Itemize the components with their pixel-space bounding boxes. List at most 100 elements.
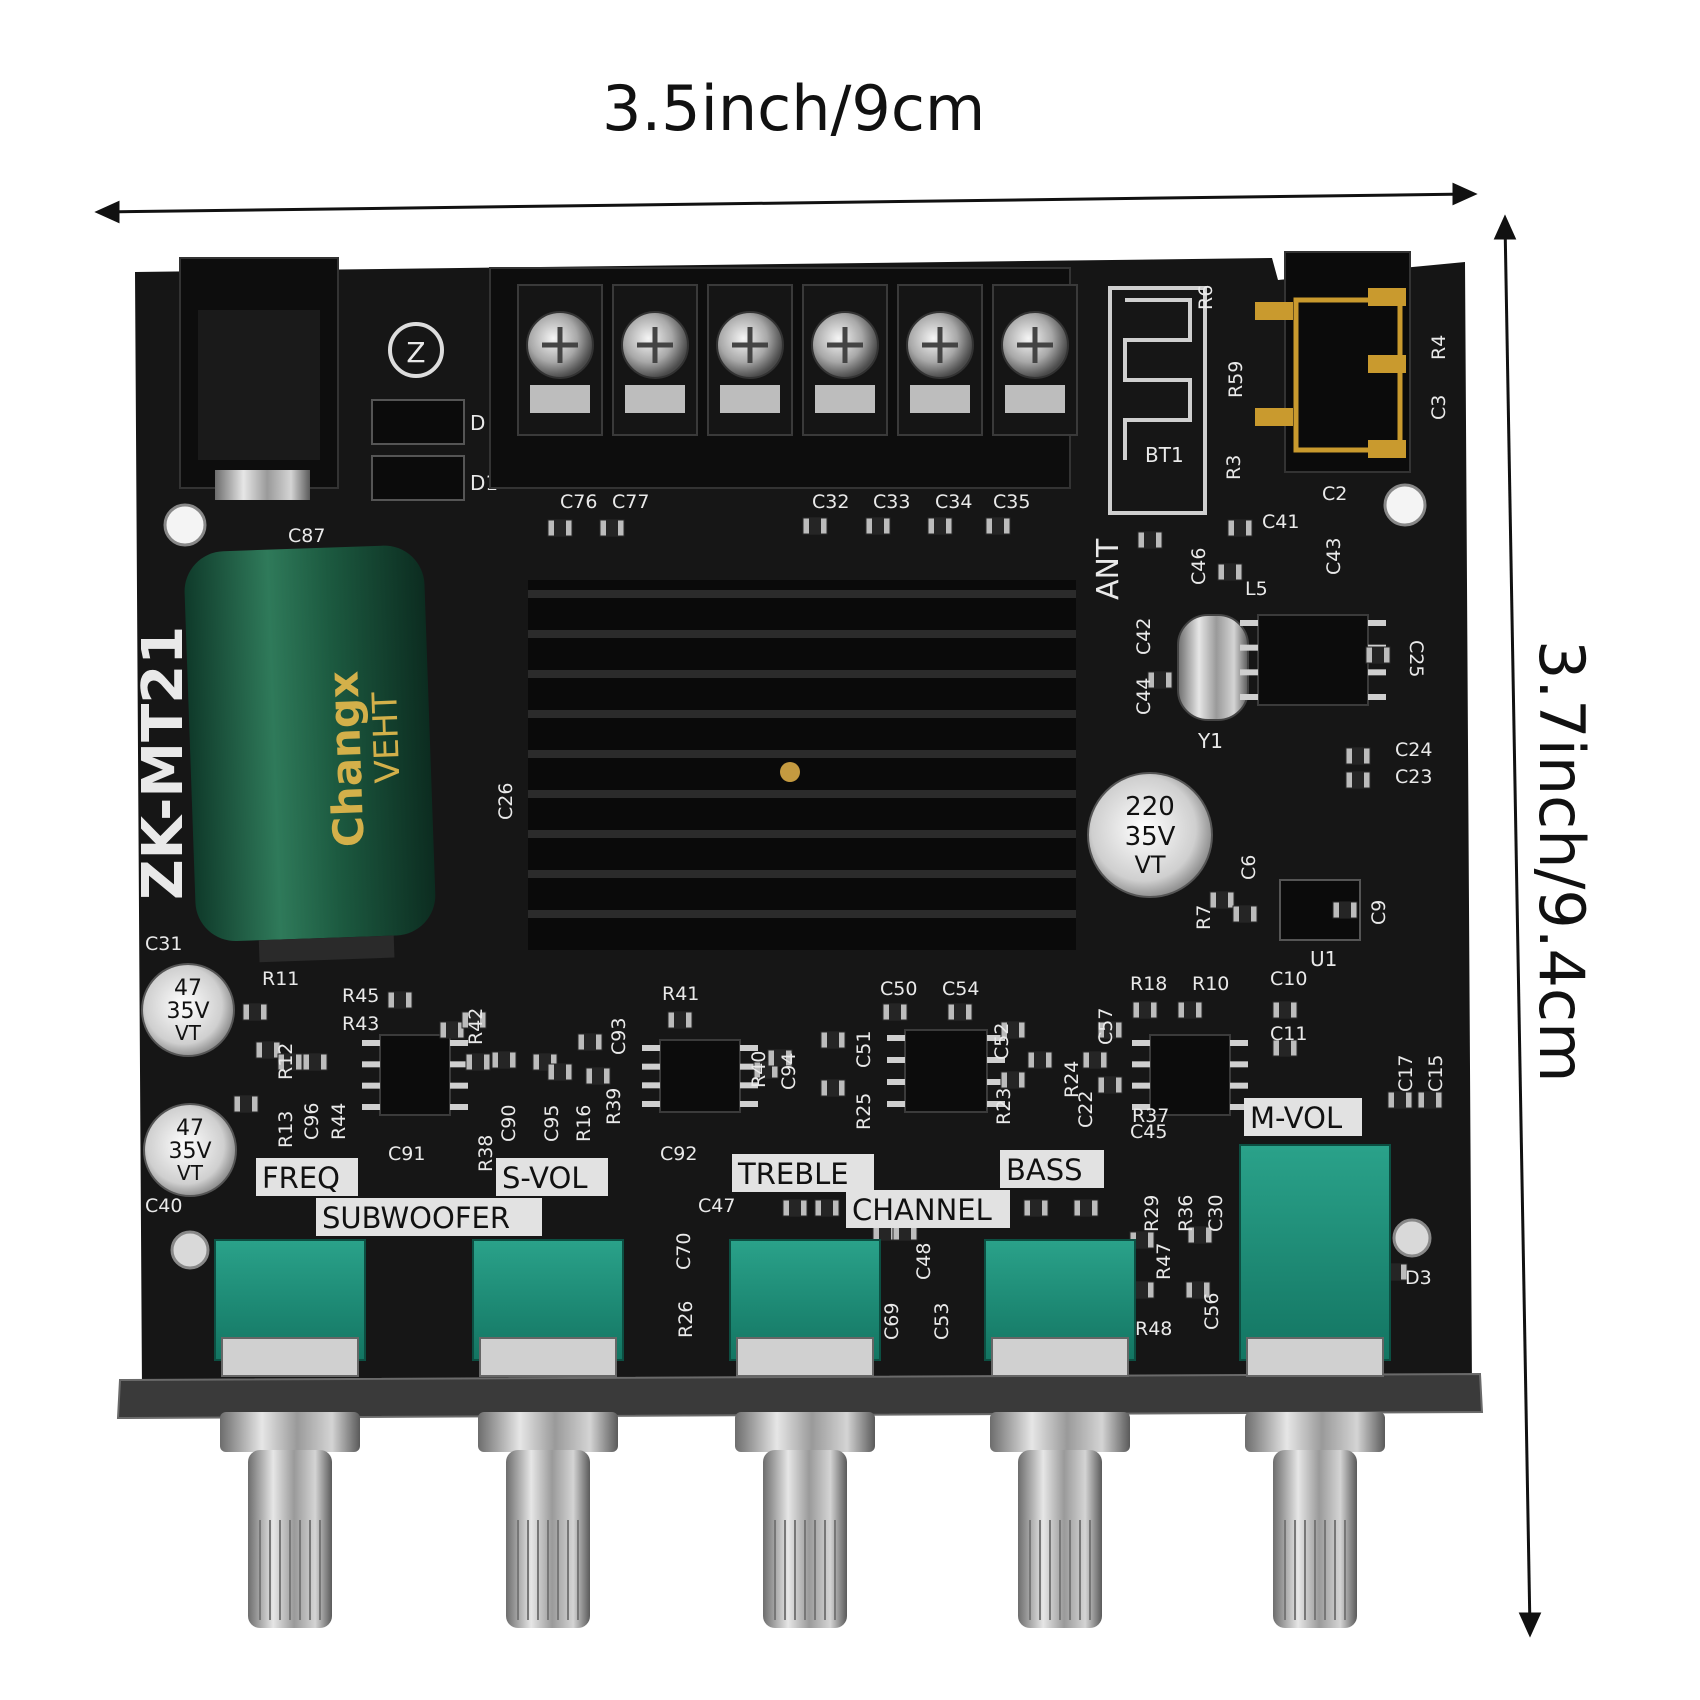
silk-r48: R48 bbox=[1135, 1318, 1172, 1340]
silk-c41: C41 bbox=[1262, 511, 1299, 533]
potentiometer-4[interactable] bbox=[984, 1239, 1136, 1628]
knob-label-mvol: M-VOL bbox=[1244, 1098, 1362, 1136]
cap-b-voltage: 35V bbox=[168, 1139, 211, 1164]
svg-text:Z: Z bbox=[406, 336, 425, 369]
model-label: ZK-MT21 bbox=[131, 626, 196, 900]
heatsink bbox=[528, 580, 1076, 950]
silk-r24: R24 bbox=[1061, 1061, 1083, 1098]
silk-r47: R47 bbox=[1153, 1243, 1175, 1280]
silk-c57: C57 bbox=[1095, 1008, 1117, 1045]
knob-label-freq-text: FREQ bbox=[262, 1161, 340, 1195]
silk-c90: C90 bbox=[498, 1105, 520, 1142]
silk-c52: C52 bbox=[991, 1023, 1013, 1060]
silk-c23: C23 bbox=[1395, 766, 1432, 788]
potentiometer-5[interactable] bbox=[1239, 1144, 1391, 1628]
silk-r29: R29 bbox=[1141, 1195, 1163, 1232]
cap-220-value: 220 bbox=[1125, 792, 1175, 822]
silk-c50: C50 bbox=[880, 978, 917, 1000]
knob-label-freq: FREQ bbox=[256, 1158, 358, 1196]
silk-r4: R4 bbox=[1428, 335, 1450, 360]
knob-label-svol: S-VOL bbox=[496, 1158, 608, 1196]
small-capacitor-left-lower: 47 35V VT bbox=[143, 1103, 237, 1197]
knob-label-treble: TREBLE bbox=[732, 1154, 874, 1192]
silk-c54: C54 bbox=[942, 978, 979, 1000]
bluetooth-antenna bbox=[1108, 286, 1207, 515]
potentiometer-1[interactable] bbox=[214, 1239, 366, 1628]
silk-r44: R44 bbox=[328, 1103, 350, 1140]
silk-c34: C34 bbox=[935, 491, 972, 513]
silk-c47: C47 bbox=[698, 1195, 735, 1217]
silk-c11: C11 bbox=[1270, 1023, 1307, 1045]
potentiometers bbox=[214, 1144, 1391, 1628]
silk-c3: C3 bbox=[1428, 395, 1450, 420]
silk-r59: R59 bbox=[1225, 361, 1247, 398]
silk-c31: C31 bbox=[145, 933, 182, 955]
width-arrow bbox=[94, 182, 1478, 224]
silk-r43: R43 bbox=[342, 1013, 379, 1035]
silk-c9: C9 bbox=[1368, 900, 1390, 925]
silk-r25: R25 bbox=[853, 1093, 875, 1130]
silk-r12: R12 bbox=[275, 1043, 297, 1080]
ic-chip-2 bbox=[659, 1039, 741, 1113]
regulator-label: U1 bbox=[1310, 947, 1337, 971]
silk-c42: C42 bbox=[1133, 618, 1155, 655]
silk-c87: C87 bbox=[288, 525, 325, 547]
silk-r36: R36 bbox=[1175, 1195, 1197, 1232]
silk-c77: C77 bbox=[612, 491, 649, 513]
silk-r18: R18 bbox=[1130, 973, 1167, 995]
silk-c40: C40 bbox=[145, 1195, 182, 1217]
silk-c30: C30 bbox=[1205, 1195, 1227, 1232]
knob-label-svol-text: S-VOL bbox=[502, 1161, 588, 1195]
silk-r42: R42 bbox=[465, 1008, 487, 1045]
silk-c26: C26 bbox=[495, 783, 517, 820]
silk-c56: C56 bbox=[1201, 1293, 1223, 1330]
silk-c70: C70 bbox=[673, 1233, 695, 1270]
ic-chip-3 bbox=[904, 1029, 988, 1113]
speaker-terminal-block bbox=[489, 267, 1078, 489]
power-logo-icon: Z bbox=[388, 322, 444, 378]
silk-r6: R6 bbox=[1195, 285, 1217, 310]
potentiometer-2[interactable] bbox=[472, 1239, 624, 1628]
dc-power-jack bbox=[179, 257, 339, 500]
mount-hole-right-top bbox=[1383, 483, 1427, 527]
cap-220-type: VT bbox=[1134, 851, 1165, 879]
silk-r13: R13 bbox=[275, 1111, 297, 1148]
knob-label-channel: CHANNEL bbox=[846, 1190, 1010, 1228]
silk-c46: C46 bbox=[1188, 548, 1210, 585]
mount-hole-bottom-right bbox=[1392, 1218, 1432, 1258]
mount-hole-left bbox=[163, 503, 207, 547]
silk-c95: C95 bbox=[541, 1105, 563, 1142]
silk-c17: C17 bbox=[1395, 1055, 1417, 1092]
front-panel bbox=[116, 1372, 1484, 1420]
cap-b-value: 47 bbox=[176, 1116, 204, 1141]
silk-r37: R37 bbox=[1132, 1105, 1169, 1127]
ic-chip-4 bbox=[1149, 1034, 1231, 1116]
knob-label-mvol-text: M-VOL bbox=[1250, 1101, 1342, 1135]
silk-c96: C96 bbox=[301, 1103, 323, 1140]
silk-d: D bbox=[470, 411, 485, 435]
antenna-label: ANT bbox=[1091, 538, 1126, 600]
silk-c92: C92 bbox=[660, 1143, 697, 1165]
knob-label-treble-text: TREBLE bbox=[737, 1157, 849, 1191]
silk-c35: C35 bbox=[993, 491, 1030, 513]
silk-r26: R26 bbox=[675, 1301, 697, 1338]
silk-r11: R11 bbox=[262, 968, 299, 990]
silk-c93: C93 bbox=[608, 1018, 630, 1055]
silk-c53: C53 bbox=[931, 1303, 953, 1340]
silk-d3: D3 bbox=[1405, 1267, 1432, 1289]
knob-label-bass-text: BASS bbox=[1006, 1153, 1083, 1187]
silk-r40: R40 bbox=[748, 1051, 770, 1088]
main-electrolytic-capacitor: Changx VEHT bbox=[184, 545, 436, 963]
cap-a-voltage: 35V bbox=[166, 999, 209, 1024]
silk-c15: C15 bbox=[1425, 1055, 1447, 1092]
cap-brand: Changx bbox=[318, 670, 373, 848]
crystal-label: Y1 bbox=[1197, 729, 1223, 753]
silk-c33: C33 bbox=[873, 491, 910, 513]
mount-hole-bottom-left bbox=[170, 1230, 210, 1270]
silk-c94: C94 bbox=[778, 1053, 800, 1090]
potentiometer-3[interactable] bbox=[729, 1239, 881, 1628]
height-arrow bbox=[1493, 214, 1542, 1638]
cap-a-type: VT bbox=[175, 1021, 202, 1045]
